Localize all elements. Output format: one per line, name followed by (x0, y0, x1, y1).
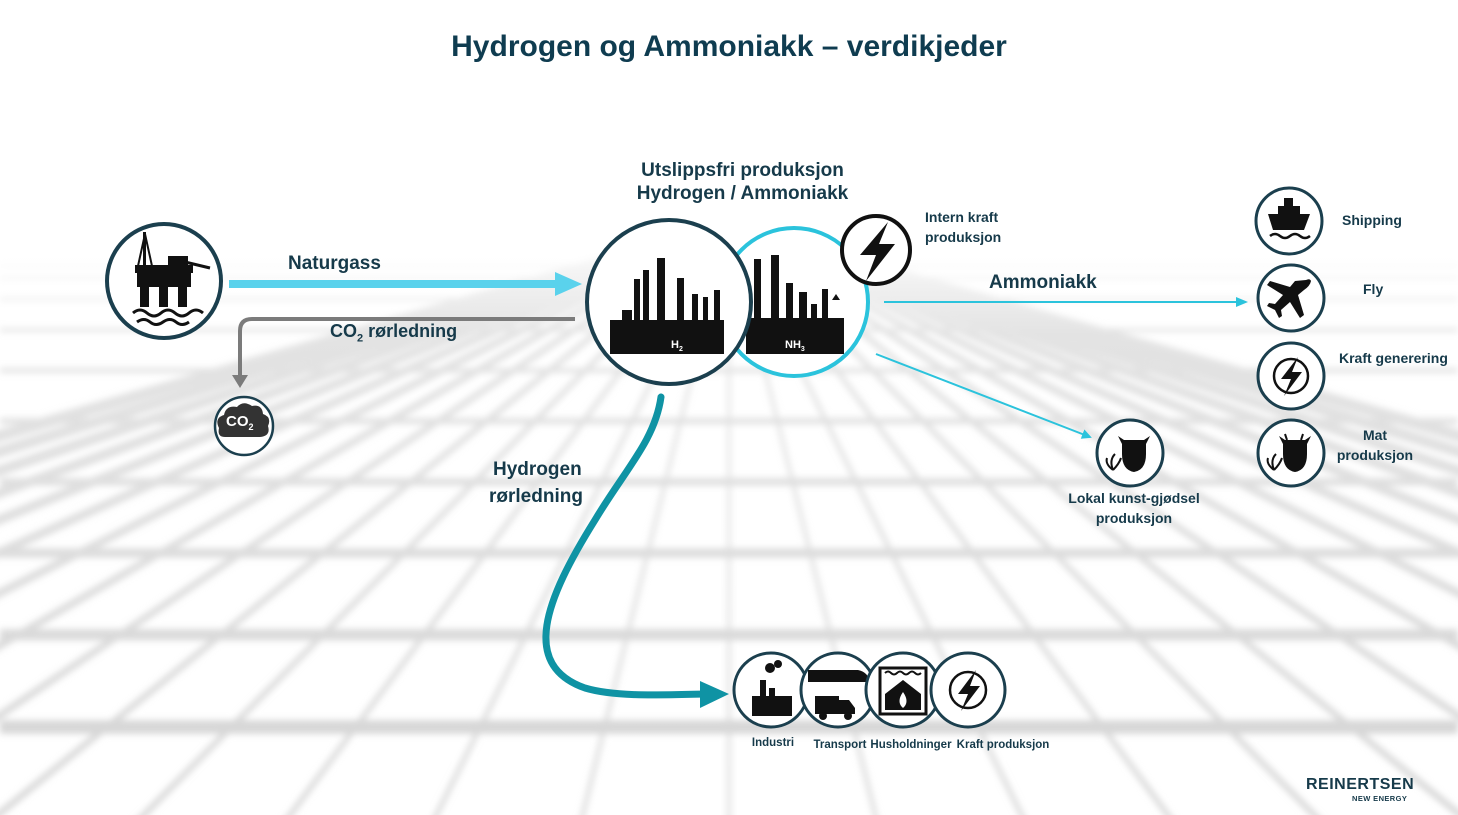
h2-label: H2 (671, 339, 683, 353)
co2-cloud-label: CO2 (226, 413, 254, 432)
oil-platform-icon (105, 222, 223, 340)
fly-label: Fly (1363, 281, 1384, 297)
co2-cloud-icon (213, 395, 275, 457)
naturgass-label: Naturgass (288, 253, 381, 274)
production-heading-line2: Hydrogen / Ammoniakk (636, 183, 849, 204)
co2-pipeline-label: CO2 rørledning (330, 321, 458, 345)
hydrogen-pipeline-label-line2: rørledning (489, 486, 583, 507)
husholdninger-label: Husholdninger (870, 739, 952, 751)
lokal-gjodsel-cow-plant-icon (1095, 418, 1165, 488)
industri-factory-icon (732, 651, 810, 729)
company-logo-subtitle: NEW ENERGY (1352, 794, 1408, 803)
intern-kraft-label-line2: produksjon (925, 229, 1002, 245)
mat-produksjon-cow-plant-icon (1256, 418, 1326, 488)
ammoniakk-arrow (884, 297, 1248, 307)
lokal-produksjon-arrow (875, 353, 1092, 439)
production-heading-line1: Utslippsfri produksjon (641, 160, 844, 181)
kraft-produksjon-label: Kraft produksjon (956, 739, 1050, 751)
mat-label-line1: Mat (1362, 427, 1388, 443)
lokal-gjodsel-label-line1: Lokal kunst-gjødsel (1068, 490, 1200, 506)
transport-label: Transport (813, 739, 867, 751)
husholdninger-house-heat-icon (864, 651, 942, 729)
intern-kraft-label-line1: Intern kraft (925, 209, 999, 225)
hydrogen-pipeline-label-line1: Hydrogen (493, 459, 582, 480)
nh3-label: NH3 (785, 339, 805, 353)
kraft-generering-power-icon (1256, 341, 1326, 411)
page-title: Hydrogen og Ammoniakk – verdikjeder (451, 30, 1007, 63)
co2-pipeline-arrow (232, 317, 575, 388)
mat-label-line2: produksjon (1336, 447, 1414, 463)
industri-label: Industri (751, 737, 795, 749)
company-logo: REINERTSEN (1306, 776, 1415, 793)
shipping-label: Shipping (1342, 212, 1402, 228)
lokal-gjodsel-label-line2: produksjon (1095, 510, 1173, 526)
kraft-produksjon-power-icon (929, 651, 1007, 729)
naturgass-arrow (229, 272, 582, 296)
kraft-generering-label: Kraft generering (1339, 350, 1448, 366)
hydrogen-pipeline-arrow (542, 393, 729, 708)
intern-kraft-power-icon (840, 214, 912, 286)
nh3-plant-icon (718, 226, 870, 378)
shipping-icon (1254, 186, 1324, 256)
airplane-icon (1256, 263, 1326, 333)
transport-train-truck-icon (799, 651, 877, 729)
ammoniakk-label: Ammoniakk (989, 272, 1097, 293)
h2-plant-icon (585, 218, 753, 386)
